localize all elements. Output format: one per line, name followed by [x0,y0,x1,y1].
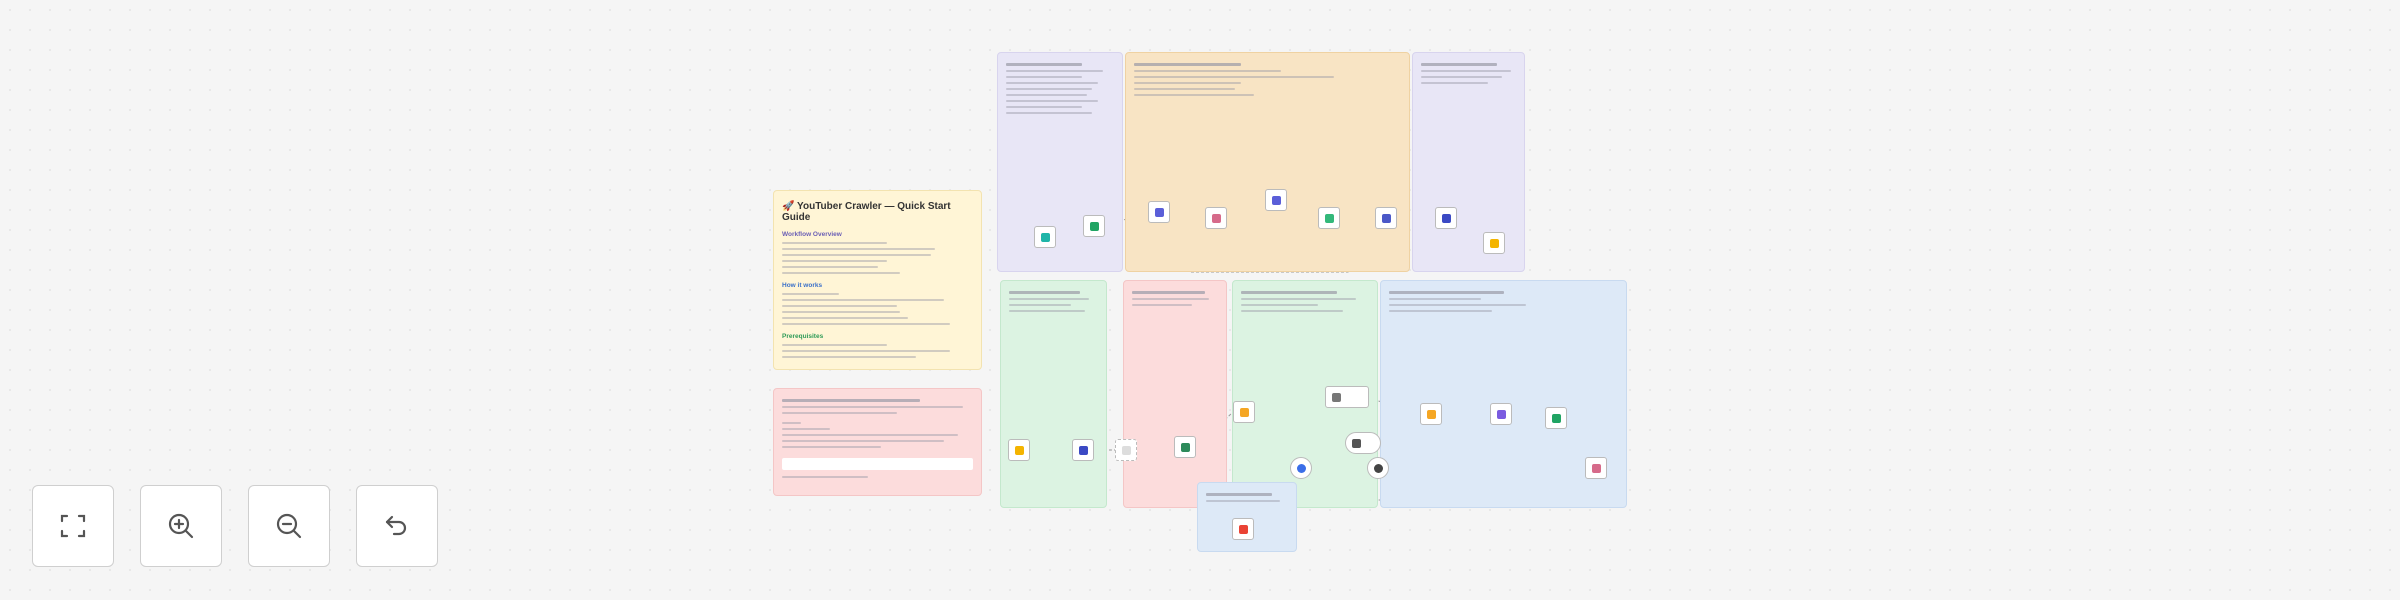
zoom-in-button[interactable] [140,485,222,567]
drive-download-node[interactable] [1008,439,1030,461]
edit-node[interactable] [1490,403,1512,425]
set-node[interactable] [1420,403,1442,425]
noop-node[interactable] [1115,439,1137,461]
extract-node[interactable] [1072,439,1094,461]
fit-view-button[interactable] [32,485,114,567]
quick-start-note[interactable]: 🚀 YouTuber Crawler — Quick Start Guide W… [773,190,982,370]
section-prerequisites: Prerequisites [782,333,824,340]
section-workflow-overview: Workflow Overview [782,231,842,238]
undo-button[interactable] [356,485,438,567]
model-node[interactable] [1290,457,1312,479]
quick-start-title: 🚀 YouTuber Crawler — Quick Start Guide [782,201,951,223]
check-node[interactable] [1318,207,1340,229]
code-node[interactable] [1233,401,1255,423]
section-note-8[interactable] [1197,482,1297,552]
undo-icon [385,515,407,536]
sheets-write-node[interactable] [1545,407,1567,429]
section-how-it-works: How it works [782,282,823,289]
batch-node[interactable] [1174,436,1196,458]
trigger-node[interactable] [1034,226,1056,248]
zoom-out-button[interactable] [248,485,330,567]
merge-node[interactable] [1375,207,1397,229]
wait-2-node[interactable] [1585,457,1607,479]
section-note-5[interactable] [1123,280,1227,508]
section-note-4[interactable] [1000,280,1107,508]
ai-agent-node[interactable] [1325,386,1369,408]
output-parser-node[interactable] [1345,432,1381,454]
section-note-3[interactable] [1412,52,1525,272]
fit-view-icon [60,514,86,538]
wait-node[interactable] [1205,207,1227,229]
loop-node[interactable] [1148,201,1170,223]
drive-upload-node[interactable] [1483,232,1505,254]
sheets-node[interactable] [1083,215,1105,237]
section-note-1[interactable] [997,52,1123,272]
zoom-in-icon [168,513,194,539]
troubleshooting-note[interactable] [773,388,982,496]
parser-node[interactable] [1367,457,1389,479]
gmail-node[interactable] [1232,518,1254,540]
section-note-2[interactable] [1125,52,1410,272]
http-node[interactable] [1265,189,1287,211]
zoom-out-icon [276,513,302,539]
convert-node[interactable] [1435,207,1457,229]
